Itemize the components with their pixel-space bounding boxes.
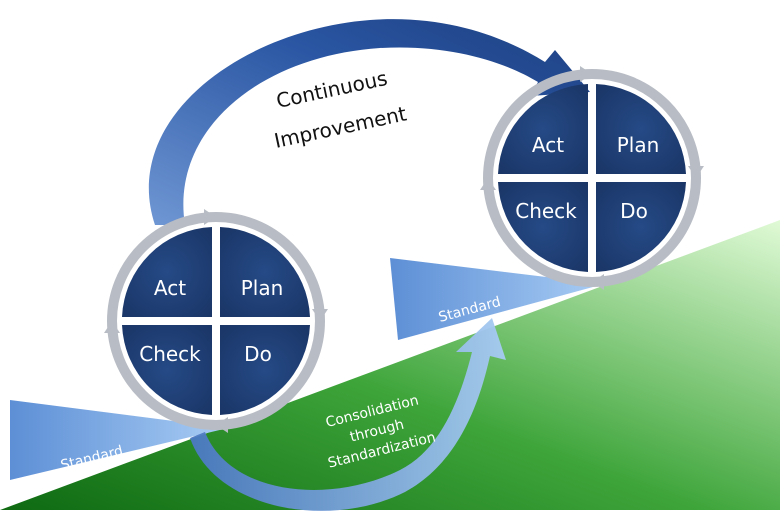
pdca-cycle-lower: Act Plan Check Do [104,209,328,433]
quadrant-check [122,325,212,415]
do-label: Do [620,199,648,223]
plan-label: Plan [241,276,284,300]
quadrant-check [498,182,588,272]
cycle-ring-arrowhead [104,321,120,333]
quadrant-do [220,325,310,415]
cycle-ring-arrowhead [580,66,592,82]
quadrant-do [596,182,686,272]
continuous-improvement-label: Continuous Improvement [272,66,409,153]
check-label: Check [139,342,201,366]
do-label: Do [244,342,272,366]
cycle-ring [107,212,325,430]
act-label: Act [532,133,564,157]
quadrant-act [498,84,588,174]
cycle-ring [483,69,701,287]
cycle-ring-arrowhead [592,274,604,290]
cycle-ring-arrowhead [312,309,328,321]
quadrant-act [122,227,212,317]
plan-label: Plan [617,133,660,157]
cycle-ring-arrowhead [688,166,704,178]
check-label: Check [515,199,577,223]
quadrant-plan [220,227,310,317]
quadrant-plan [596,84,686,174]
pdca-cycle-upper: Act Plan Check Do [480,66,704,290]
continuous-improvement-line1: Continuous [274,66,389,113]
act-label: Act [154,276,186,300]
cycle-ring-arrowhead [204,209,216,225]
consolidation-arrow [190,318,506,511]
cycle-ring-arrowhead [480,178,496,190]
cycle-ring-arrowhead [216,417,228,433]
continuous-improvement-arrow [148,19,590,225]
